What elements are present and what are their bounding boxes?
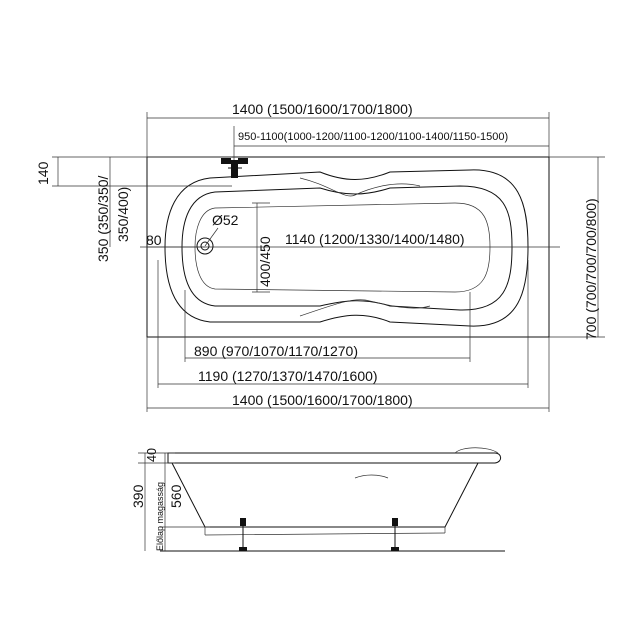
dim-right-depth: 700 (700/700/700/800) bbox=[583, 198, 599, 340]
dim-bottom-width: 1400 (1500/1600/1700/1800) bbox=[232, 392, 413, 408]
dim-1190: 1190 (1270/1370/1470/1600) bbox=[198, 368, 378, 384]
tub-rim-side bbox=[167, 452, 502, 464]
leg-right bbox=[391, 518, 399, 551]
backrest-curve bbox=[299, 177, 421, 197]
dim-height-560: 560 bbox=[168, 484, 184, 508]
bowl-inner-contour bbox=[181, 185, 513, 311]
drain-inner bbox=[200, 241, 210, 251]
drain-leader bbox=[204, 227, 219, 247]
dim-inner-width: 400/450 bbox=[257, 236, 273, 287]
drain-outer bbox=[196, 237, 214, 255]
backrest-curve-2 bbox=[299, 299, 431, 317]
dim-350-line1: 350 (350/350/ bbox=[95, 175, 111, 262]
dim-80: 80 bbox=[146, 232, 162, 248]
dim-top-width: 1400 (1500/1600/1700/1800) bbox=[232, 101, 413, 117]
tub-body-side bbox=[171, 462, 479, 528]
faucet-icon bbox=[221, 158, 248, 178]
dim-350-line2: 350/400) bbox=[115, 187, 131, 242]
dim-height-390: 390 bbox=[130, 484, 146, 508]
dim-rim-40: 40 bbox=[145, 448, 159, 462]
side-view: 40 390 560 Előlap magasság bbox=[130, 447, 505, 552]
leg-left bbox=[239, 518, 247, 551]
dim-inner-length: 1140 (1200/1330/1400/1480) bbox=[285, 231, 465, 247]
bowl-floor bbox=[194, 202, 491, 293]
top-view: 1400 (1500/1600/1700/1800) 950-1100(1000… bbox=[35, 101, 605, 412]
dim-drain-diameter: Ø52 bbox=[212, 212, 239, 228]
dim-890: 890 (970/1070/1170/1270) bbox=[194, 343, 358, 359]
apron-height-label: Előlap magasság bbox=[155, 482, 165, 551]
dim-140: 140 bbox=[35, 161, 51, 185]
headrest-curve bbox=[454, 447, 499, 454]
dim-faucet-range: 950-1100(1000-1200/1100-1200/1100-1400/1… bbox=[238, 131, 508, 143]
